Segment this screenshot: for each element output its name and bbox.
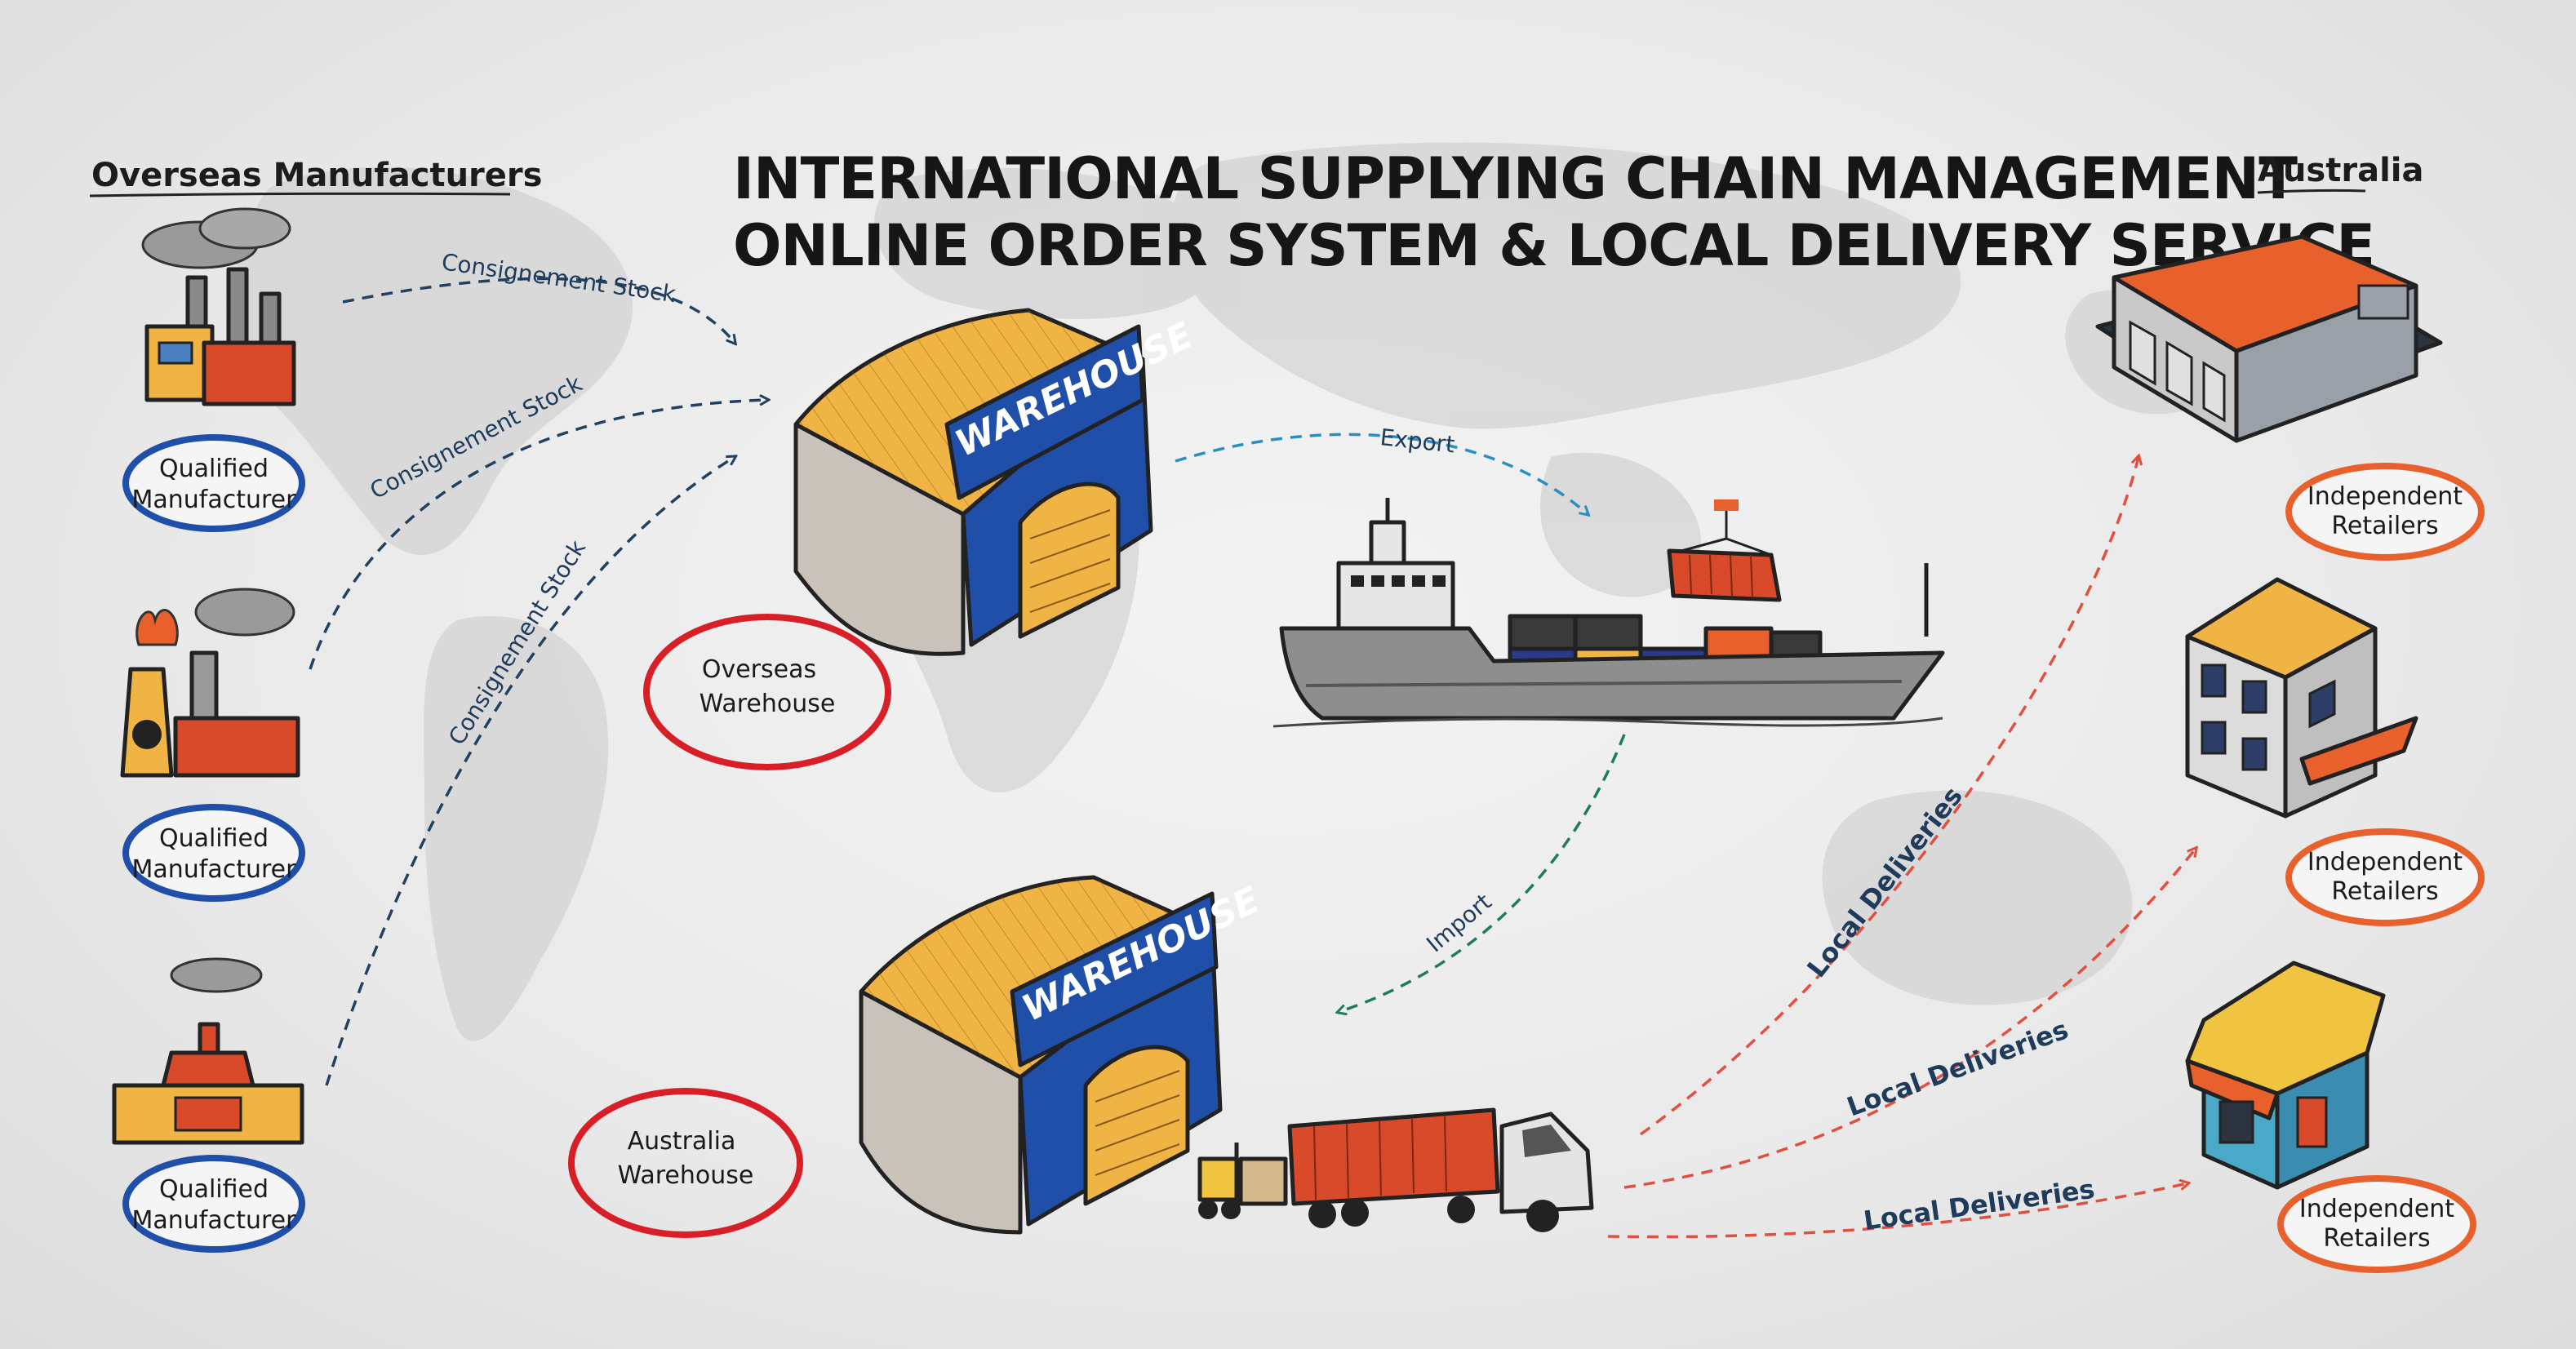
consignment-arrow-3 [325,457,735,1086]
overseas-warehouse-label-a: Overseas [702,655,816,684]
factory-icon [120,588,300,778]
import-arrow [1339,734,1626,1012]
retailer-3: Independent Retailers [2185,961,2476,1273]
factory-icon [141,207,296,406]
warehouse-icon: WAREHOUSE [859,875,1266,1235]
export-label: Export [1379,424,1456,458]
retail-store-icon [2095,234,2443,443]
retailer-oval-3 [2277,1175,2476,1273]
australia-warehouse-label-b: Warehouse [618,1161,754,1190]
forklift [1197,1143,1288,1219]
overseas-warehouse: WAREHOUSE Overseas Warehouse [643,308,1199,770]
factory-icon [112,957,304,1145]
retailer-label-2a: Independent [2307,848,2463,876]
cargo-ship [1272,498,1945,728]
import-label: Import [1421,888,1496,957]
manufacturer-label-2b: Manufacturer [132,855,297,884]
retail-store-icon [2185,961,2386,1190]
retailer-oval-1 [2285,463,2485,561]
container-icon [1667,499,1782,602]
forklift-icon [1197,1143,1288,1219]
australia-warehouse-oval [568,1088,803,1238]
retailer-oval-2 [2285,828,2485,926]
consignment-arrow-1 [342,277,735,343]
retail-store-icon [2185,577,2418,819]
title-line-1: INTERNATIONAL SUPPLYING CHAIN MANAGEMENT [733,145,2298,212]
local-delivery-arrow-2 [1623,849,2196,1189]
header-underline-left [89,192,511,197]
local-delivery-label-3: Local Deliveries [1862,1174,2097,1236]
header-overseas-manufacturers: Overseas Manufacturers [91,157,542,194]
overseas-warehouse-oval [643,614,891,770]
local-delivery-arrow-1 [1639,457,2139,1136]
local-delivery-arrow-3 [1607,1183,2187,1239]
retailer-label-1b: Retailers [2331,512,2438,540]
manufacturer-label-1b: Manufacturer [132,486,297,514]
factory-3: Qualified Manufacturer [112,957,305,1253]
factory-2: Qualified Manufacturer [120,588,305,902]
truck [1287,1107,1594,1232]
retailer-label-2b: Retailers [2331,877,2438,906]
retailer-label-3a: Independent [2299,1195,2454,1223]
local-delivery-label-2: Local Deliveries [1843,1014,2072,1122]
warehouse-icon: WAREHOUSE [793,308,1199,656]
consignment-arrow-2 [309,400,767,670]
manufacturer-label-2a: Qualified [159,824,269,853]
manufacturer-label-3a: Qualified [159,1175,269,1204]
manufacturer-oval-2 [122,804,305,902]
overseas-warehouse-label-b: Warehouse [700,690,836,718]
manufacturer-oval-3 [122,1155,305,1253]
truck-icon [1287,1107,1594,1232]
retailer-1: Independent Retailers [2095,234,2485,561]
manufacturer-label-1a: Qualified [159,455,269,483]
factory-1: Qualified Manufacturer [122,207,305,532]
retailer-2: Independent Retailers [2185,577,2485,926]
header-australia: Australia [2258,152,2424,189]
header-underline-right [2257,189,2366,194]
title-line-2: ONLINE ORDER SYSTEM & LOCAL DELIVERY SER… [733,212,2374,279]
manufacturer-label-3b: Manufacturer [132,1206,297,1235]
export-arrow [1175,433,1588,514]
australia-warehouse-label-a: Australia [628,1127,736,1156]
australia-warehouse: WAREHOUSE Australia Warehouse [568,875,1266,1238]
manufacturer-oval-1 [122,434,305,532]
retailer-label-1a: Independent [2307,482,2463,511]
cargo-ship-icon [1272,498,1945,728]
retailer-label-3b: Retailers [2323,1224,2430,1253]
